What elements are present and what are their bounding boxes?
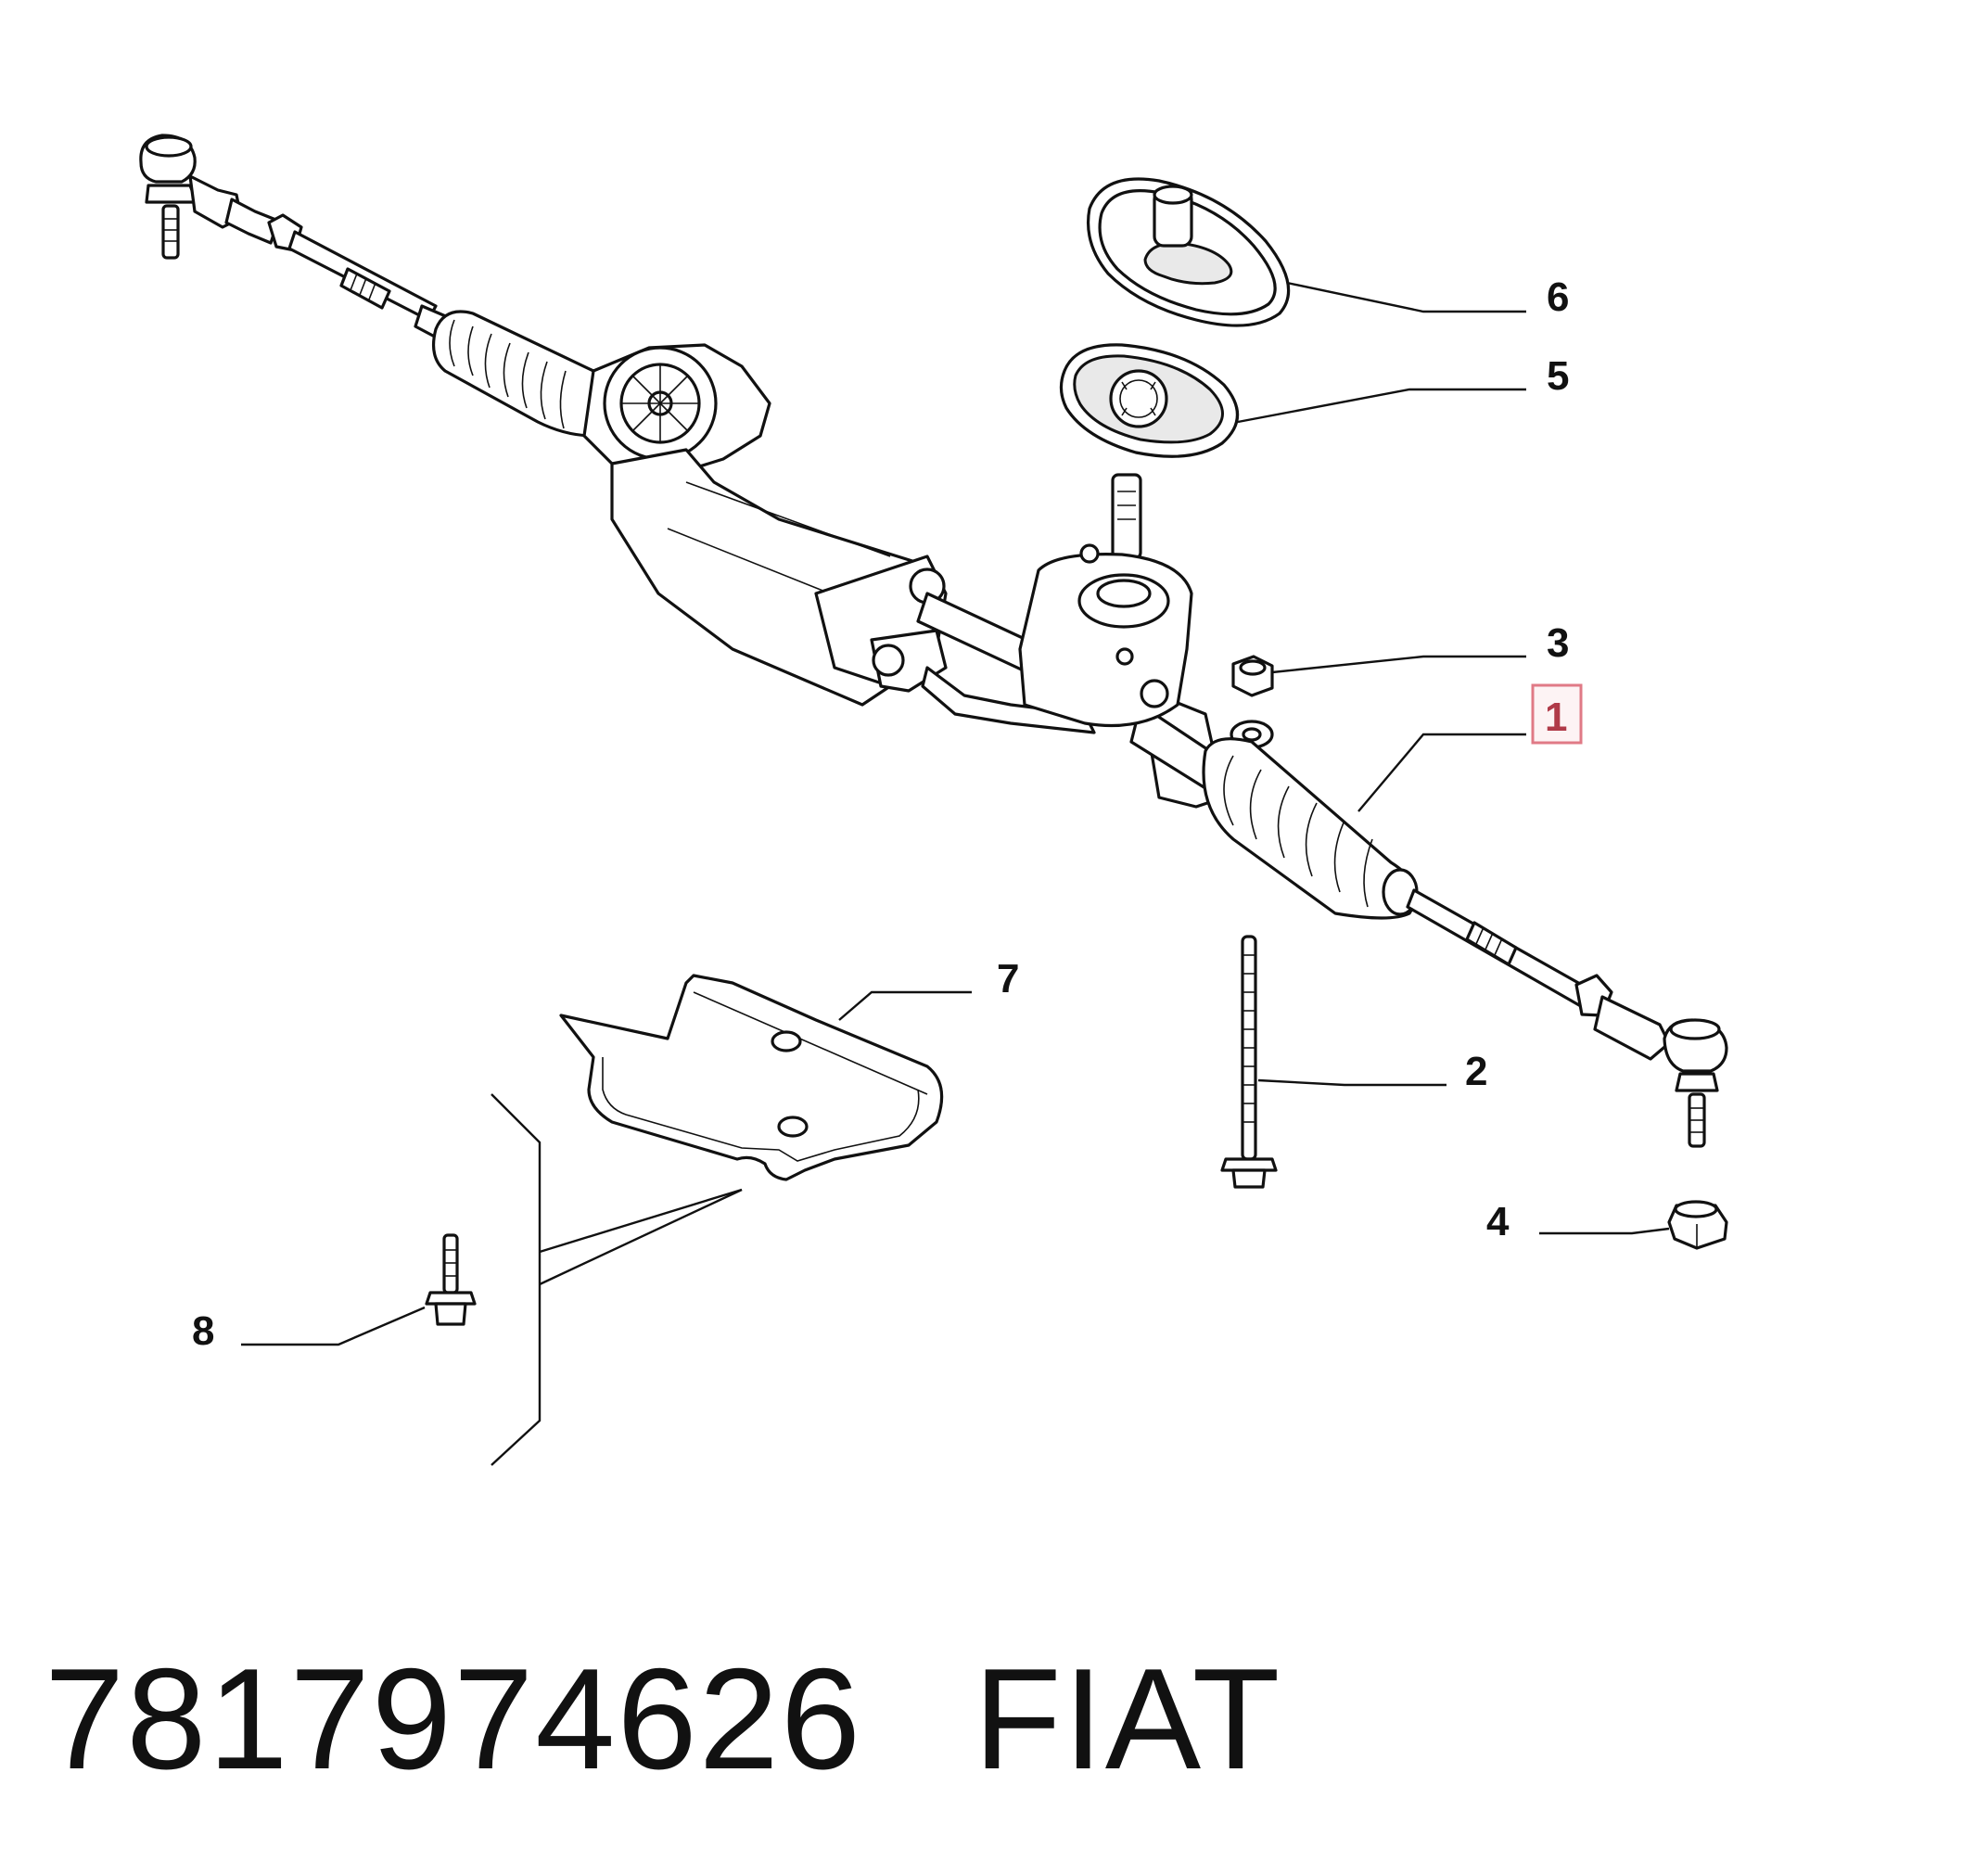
electric-motor-housing — [582, 343, 948, 707]
part-number: 7817974626 — [45, 1639, 863, 1799]
small-bolt-part-8 — [425, 1233, 477, 1326]
left-bellow-boot — [432, 310, 605, 438]
callout-7[interactable]: 7 — [997, 956, 1019, 1001]
heat-shield-part-7 — [559, 974, 944, 1181]
right-tie-rod-end — [1663, 1018, 1728, 1148]
footer-caption: 7817974626 FIAT — [45, 1637, 1281, 1802]
grommet-seal-part-6 — [1086, 177, 1291, 327]
leader-lines — [241, 281, 1670, 1346]
right-bellow-boot — [1202, 737, 1419, 920]
nut-part-3 — [1231, 655, 1274, 697]
callout-4[interactable]: 4 — [1486, 1199, 1510, 1244]
callout-6[interactable]: 6 — [1547, 274, 1569, 320]
flange-nut-part-4 — [1667, 1200, 1728, 1250]
callout-1-highlight[interactable]: 1 — [1531, 683, 1583, 745]
long-bolt-part-2 — [1220, 935, 1278, 1189]
callout-8[interactable]: 8 — [192, 1308, 214, 1354]
callout-3[interactable]: 3 — [1547, 620, 1569, 666]
left-tie-rod-end — [139, 134, 243, 260]
kit-bracket — [491, 1093, 743, 1466]
brand-name: FIAT — [974, 1639, 1282, 1799]
left-tie-rod — [224, 198, 456, 345]
pinion-housing — [1018, 473, 1193, 728]
callout-1-highlight-box — [1531, 683, 1583, 745]
dust-cover-part-5 — [1059, 343, 1240, 458]
callout-5[interactable]: 5 — [1547, 353, 1569, 399]
callout-2[interactable]: 2 — [1465, 1049, 1487, 1094]
callout-1[interactable]: 1 — [1545, 695, 1567, 740]
exploded-parts-diagram: 6 5 3 1 2 4 7 8 — [139, 134, 1728, 1466]
steering-rack-assembly — [139, 134, 1728, 1148]
right-tie-rod — [1406, 888, 1671, 1061]
